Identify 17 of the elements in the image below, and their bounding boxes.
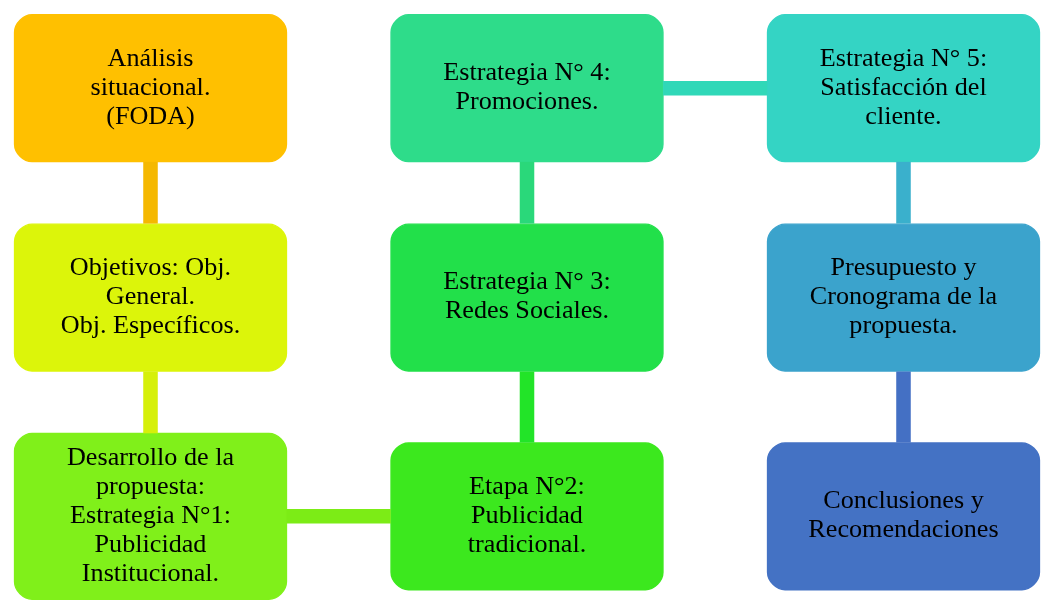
node-box: Estrategia N° 4: Promociones. [390, 14, 664, 163]
node-box: Conclusiones y Recomendaciones [766, 442, 1041, 591]
node-box: Estrategia N° 3: Redes Sociales. [390, 223, 664, 372]
node-box: Presupuesto y Cronograma de la propuesta. [766, 223, 1041, 372]
connector [519, 371, 535, 443]
connector [143, 161, 158, 224]
connector [143, 371, 158, 434]
node-box: Desarrollo de la propuesta: Estrategia N°1: Publicidad Institucional. [13, 432, 288, 600]
node-box: Estrategia N° 5: Satisfacción del cliente. [766, 14, 1041, 163]
node-box: Etapa N°2: Publicidad tradicional. [390, 442, 664, 591]
connector [896, 371, 911, 443]
node-box: Análisis situacional. (FODA) [13, 14, 288, 163]
connector [519, 161, 535, 224]
connector [896, 161, 911, 224]
node-box: Objetivos: Obj. General. Obj. Específicos. [13, 223, 288, 372]
connector [286, 509, 391, 524]
connector [663, 80, 768, 96]
